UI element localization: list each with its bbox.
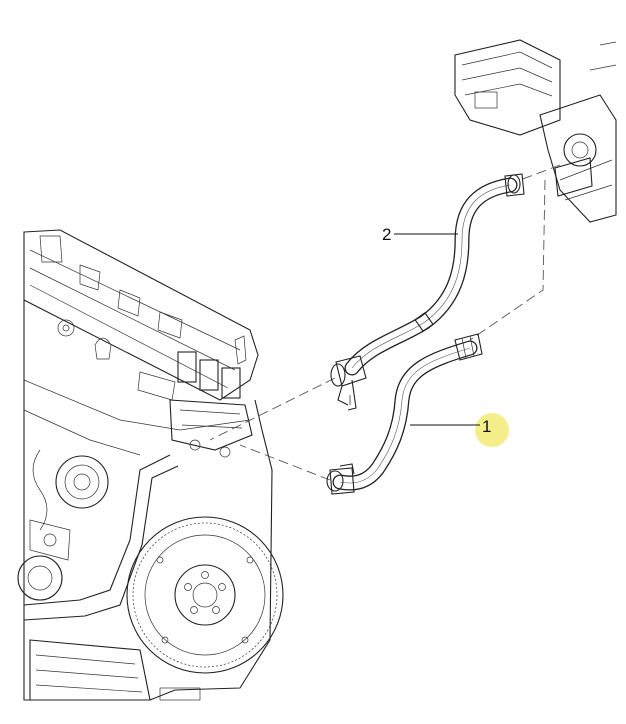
hose-1 (326, 333, 483, 495)
engine-block (17, 229, 284, 701)
hose-2 (330, 173, 525, 411)
callout-1: 1 (410, 413, 509, 447)
callout-2: 2 (382, 225, 458, 244)
routing-lines (209, 164, 561, 481)
heater-assembly (454, 39, 617, 223)
callout-1-highlight (475, 413, 509, 447)
callout-2-label: 2 (382, 225, 391, 244)
callout-1-label: 1 (482, 417, 491, 436)
